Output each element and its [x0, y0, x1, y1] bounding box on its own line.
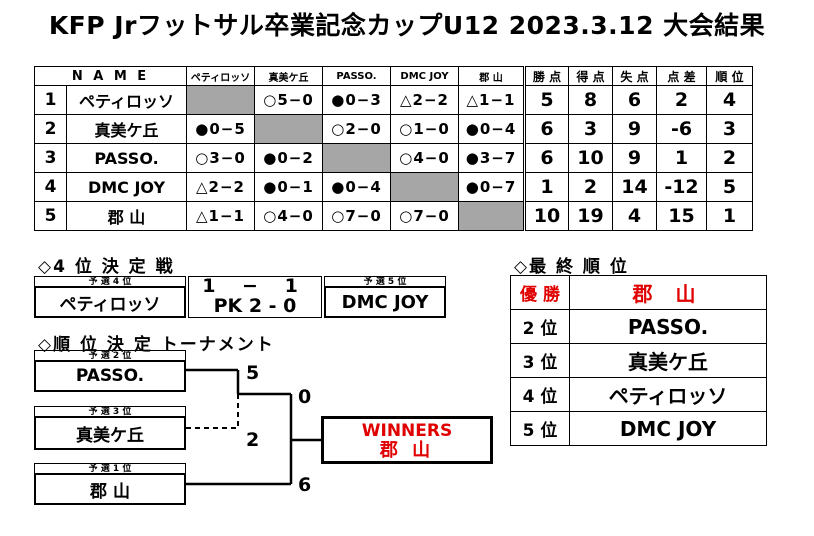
score-semi-bottom: 2 — [246, 429, 260, 451]
match-result-cell: ○7−0 — [390, 201, 459, 231]
match-result-cell: ●0−2 — [254, 143, 323, 173]
row-team-name: 真美ケ丘 — [66, 114, 187, 144]
stat-cell: 10 — [523, 201, 569, 231]
match-result-cell: ●0−5 — [186, 114, 255, 144]
final-rank: 4 位 — [510, 377, 570, 412]
slot-team: 郡 山 — [34, 473, 186, 505]
playoff4-pk: PK 2 - 0 — [213, 295, 297, 317]
final-ranking-heading: ◇最 終 順 位 — [514, 257, 629, 277]
stat-cell: 2 — [706, 143, 753, 173]
winner-box: WINNERS 郡 山 — [321, 416, 493, 464]
winner-label: WINNERS — [361, 421, 453, 441]
slot-label: 予 選 1 位 — [34, 463, 186, 474]
stat-cell: 19 — [568, 201, 613, 231]
stat-cell: 9 — [612, 143, 657, 173]
match-result-cell: ○7−0 — [322, 201, 391, 231]
playoff4-left-label: 予 選 4 位 — [34, 276, 186, 287]
slot-team: 真美ケ丘 — [34, 416, 186, 450]
self-match-cell — [458, 201, 525, 231]
final-team: ペティロッソ — [569, 377, 767, 412]
self-match-cell — [254, 114, 323, 144]
playoff4-left-team: ペティロッソ — [34, 286, 186, 318]
stat-cell: 1 — [523, 172, 569, 202]
row-team-name: DMC JOY — [66, 172, 187, 202]
self-match-cell — [322, 143, 391, 173]
final-rank: 3 位 — [510, 343, 570, 378]
slot-label: 予 選 3 位 — [34, 406, 186, 417]
stat-cell: 1 — [706, 201, 753, 231]
self-match-cell — [186, 85, 255, 115]
match-result-cell: △2−2 — [186, 172, 255, 202]
header-stat: 順 位 — [706, 66, 753, 86]
header-stat: 得 点 — [568, 66, 613, 86]
match-result-cell: ●0−4 — [458, 114, 525, 144]
final-team: PASSO. — [569, 309, 767, 344]
winner-team: 郡 山 — [379, 440, 435, 461]
match-result-cell: ○5−0 — [254, 85, 323, 115]
stat-cell: 6 — [612, 85, 657, 115]
stat-cell: 4 — [706, 85, 753, 115]
match-result-cell: ○1−0 — [390, 114, 459, 144]
final-team: DMC JOY — [569, 411, 767, 446]
match-result-cell: ○4−0 — [390, 143, 459, 173]
row-number: 1 — [34, 85, 67, 115]
playoff4-right-team: DMC JOY — [324, 286, 446, 318]
stat-cell: 10 — [568, 143, 613, 173]
match-result-cell: ●0−7 — [458, 172, 525, 202]
final-ranking-row: 優 勝郡 山 — [510, 275, 767, 310]
match-result-cell: ○3−0 — [186, 143, 255, 173]
row-team-name: 郡 山 — [66, 201, 187, 231]
stat-cell: -6 — [656, 114, 707, 144]
match-result-cell: ○2−0 — [322, 114, 391, 144]
stat-cell: -12 — [656, 172, 707, 202]
slot-team: PASSO. — [34, 360, 186, 392]
final-ranking-row: 4 位ペティロッソ — [510, 377, 767, 412]
stat-cell: 1 — [656, 143, 707, 173]
playoff4-heading: ◇4 位 決 定 戦 — [38, 257, 175, 277]
header-stat: 失 点 — [612, 66, 657, 86]
row-team-name: ペティロッソ — [66, 85, 187, 115]
playoff4-score: 1 − 1 — [202, 275, 308, 297]
results-table: N A M E ペティロッソ 真美ケ丘 PASSO. DMC JOY 郡 山 勝… — [34, 66, 753, 231]
match-result-cell: ●0−4 — [322, 172, 391, 202]
header-stat: 勝 点 — [523, 66, 569, 86]
playoff4-score-box: 1 − 1 PK 2 - 0 — [188, 276, 322, 318]
final-rank: 5 位 — [510, 411, 570, 446]
slot-label: 予 選 2 位 — [34, 350, 186, 361]
score-final-bottom: 6 — [298, 474, 312, 496]
score-semi-top: 5 — [246, 362, 260, 384]
row-number: 5 — [34, 201, 67, 231]
final-rank: 優 勝 — [510, 275, 570, 310]
score-final-top: 0 — [298, 386, 312, 408]
match-result-cell: △2−2 — [390, 85, 459, 115]
results-header-row: N A M E ペティロッソ 真美ケ丘 PASSO. DMC JOY 郡 山 勝… — [34, 66, 753, 86]
playoff4-right-label: 予 選 5 位 — [324, 276, 446, 287]
page-title: KFP Jrフットサル卒業記念カップU12 2023.3.12 大会結果 — [48, 11, 766, 40]
final-rank: 2 位 — [510, 309, 570, 344]
final-team: 郡 山 — [569, 275, 767, 310]
stat-cell: 4 — [612, 201, 657, 231]
stat-cell: 15 — [656, 201, 707, 231]
match-result-cell: △1−1 — [186, 201, 255, 231]
stat-cell: 5 — [523, 85, 569, 115]
row-number: 2 — [34, 114, 67, 144]
final-ranking-row: 3 位真美ケ丘 — [510, 343, 767, 378]
final-team: 真美ケ丘 — [569, 343, 767, 378]
